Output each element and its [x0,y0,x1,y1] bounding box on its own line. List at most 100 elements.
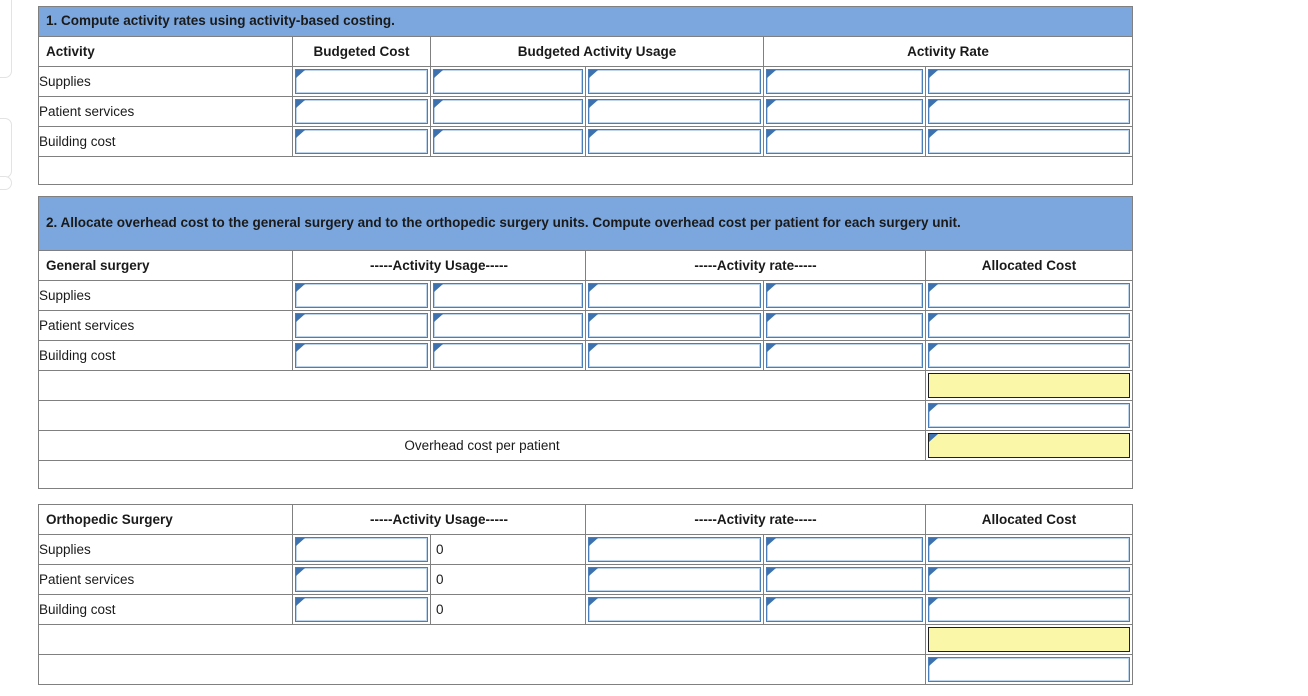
highlighted-total-box[interactable] [928,373,1131,398]
cell-gen-usage-b-supplies[interactable] [430,280,586,311]
input-box[interactable] [433,283,583,308]
cell-gen-total-allocated[interactable] [924,370,1134,401]
cell-ortho-usage-a-building-cost[interactable] [292,594,431,625]
input-box[interactable] [295,597,428,622]
cell-rate-a-supplies[interactable] [763,66,926,97]
input-box[interactable] [588,597,761,622]
input-box[interactable] [766,313,923,338]
input-box[interactable] [295,343,428,368]
cell-ortho-rate-a-supplies[interactable] [585,534,764,565]
cell-gen-usage-b-patient-services[interactable] [430,310,586,341]
cell-gen-blank-allocated[interactable] [924,400,1134,431]
cell-gen-overhead-per-patient[interactable] [924,430,1134,461]
section-1-header-row: Activity Budgeted Cost Budgeted Activity… [38,36,1134,67]
input-box[interactable] [295,283,428,308]
cell-ortho-rate-b-patient-services[interactable] [763,564,926,595]
input-box[interactable] [928,99,1131,124]
cell-rate-a-building-cost[interactable] [763,126,926,157]
cell-ortho-rate-b-building-cost[interactable] [763,594,926,625]
input-box[interactable] [295,99,428,124]
input-box[interactable] [433,343,583,368]
input-box[interactable] [928,597,1130,622]
cell-gen-rate-a-patient-services[interactable] [585,310,764,341]
input-box[interactable] [295,567,428,592]
input-box[interactable] [928,69,1131,94]
cell-gen-rate-b-building-cost[interactable] [763,340,926,371]
cell-usage-a-patient-services[interactable] [430,96,586,127]
cell-budgeted-cost-supplies[interactable] [292,66,431,97]
cell-rate-a-patient-services[interactable] [763,96,926,127]
cell-usage-a-building-cost[interactable] [430,126,586,157]
highlighted-result-box[interactable] [928,433,1131,458]
cell-gen-usage-a-supplies[interactable] [292,280,431,311]
cell-ortho-allocated-supplies[interactable] [925,534,1133,565]
cell-budgeted-cost-building-cost[interactable] [292,126,431,157]
row-label-building-cost: Building cost [38,340,293,371]
input-box[interactable] [433,313,583,338]
cell-budgeted-cost-patient-services[interactable] [292,96,431,127]
input-box[interactable] [928,283,1131,308]
section-1-spacer-row [37,156,1134,185]
cell-gen-usage-b-building-cost[interactable] [430,340,586,371]
cell-usage-b-building-cost[interactable] [585,126,764,157]
cell-ortho-rate-a-building-cost[interactable] [585,594,764,625]
cell-ortho-usage-a-patient-services[interactable] [292,564,431,595]
input-box[interactable] [928,313,1131,338]
row-label-patient-services: Patient services [38,310,293,341]
input-box[interactable] [928,129,1131,154]
cell-gen-allocated-supplies[interactable] [924,280,1134,311]
cell-ortho-total-allocated[interactable] [925,624,1133,655]
input-box[interactable] [588,567,761,592]
input-box[interactable] [588,537,761,562]
cell-ortho-allocated-patient-services[interactable] [925,564,1133,595]
input-box[interactable] [766,597,923,622]
input-box[interactable] [588,313,761,338]
cell-ortho-blank-allocated[interactable] [925,654,1133,685]
input-box[interactable] [928,567,1130,592]
cell-usage-a-supplies[interactable] [430,66,586,97]
input-box[interactable] [928,657,1130,682]
cell-rate-b-building-cost[interactable] [924,126,1134,157]
cell-ortho-allocated-building-cost[interactable] [925,594,1133,625]
input-box[interactable] [588,129,761,154]
input-box[interactable] [928,537,1130,562]
highlighted-total-box[interactable] [928,627,1130,652]
cell-gen-rate-b-patient-services[interactable] [763,310,926,341]
input-box[interactable] [766,283,923,308]
input-box[interactable] [295,129,428,154]
input-box[interactable] [588,343,761,368]
input-box[interactable] [928,343,1131,368]
input-box[interactable] [766,69,923,94]
cell-gen-rate-a-building-cost[interactable] [585,340,764,371]
orthopedic-header-row: Orthopedic Surgery -----Activity Usage--… [38,504,1133,535]
cell-usage-b-patient-services[interactable] [585,96,764,127]
cell-gen-usage-a-patient-services[interactable] [292,310,431,341]
input-box[interactable] [295,313,428,338]
cell-ortho-rate-b-supplies[interactable] [763,534,926,565]
cell-usage-b-supplies[interactable] [585,66,764,97]
cell-gen-rate-b-supplies[interactable] [763,280,926,311]
cell-gen-allocated-building-cost[interactable] [924,340,1134,371]
input-box[interactable] [588,99,761,124]
general-blank-row [38,400,1134,431]
input-box[interactable] [295,537,428,562]
input-box[interactable] [588,283,761,308]
input-box[interactable] [433,129,583,154]
input-box[interactable] [766,537,923,562]
input-box[interactable] [928,403,1131,428]
input-box[interactable] [766,99,923,124]
input-box[interactable] [433,99,583,124]
cell-gen-rate-a-supplies[interactable] [585,280,764,311]
cell-ortho-rate-a-patient-services[interactable] [585,564,764,595]
input-box[interactable] [766,129,923,154]
input-box[interactable] [766,567,923,592]
cell-gen-allocated-patient-services[interactable] [924,310,1134,341]
cell-rate-b-supplies[interactable] [924,66,1134,97]
input-box[interactable] [588,69,761,94]
input-box[interactable] [295,69,428,94]
cell-rate-b-patient-services[interactable] [924,96,1134,127]
input-box[interactable] [433,69,583,94]
input-box[interactable] [766,343,923,368]
cell-ortho-usage-a-supplies[interactable] [292,534,431,565]
cell-gen-usage-a-building-cost[interactable] [292,340,431,371]
